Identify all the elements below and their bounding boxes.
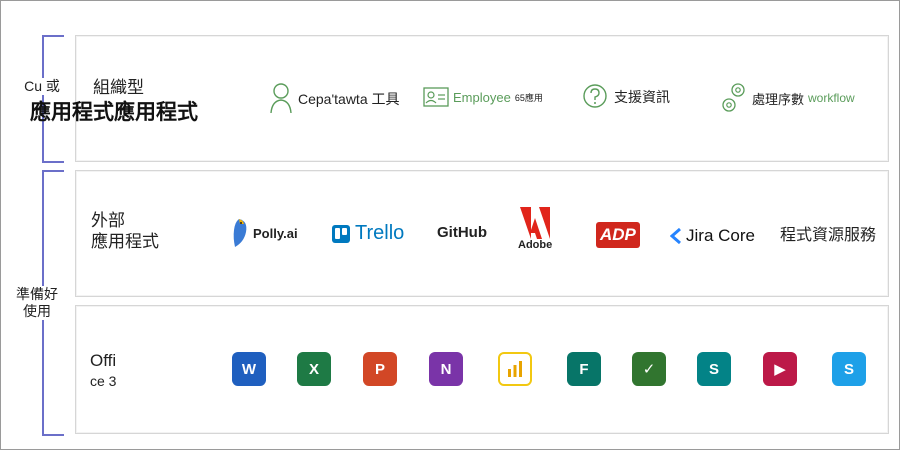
id-card-icon xyxy=(423,87,449,107)
org-item-employee-suffix: 65應用 xyxy=(514,92,543,103)
forms-icon: F xyxy=(567,352,601,386)
pollyai-logo: Polly.ai xyxy=(229,218,298,248)
top-bracket xyxy=(42,35,64,163)
adp-logo: ADP xyxy=(596,222,640,248)
jira-core-label: Jira Core xyxy=(686,226,755,245)
org-row-title: 組織型 xyxy=(93,78,144,97)
adobe-label: Adobe xyxy=(518,239,553,251)
external-apps-panel xyxy=(75,170,889,297)
trello-icon xyxy=(332,224,350,243)
org-item-workflow-label: 處理序數 xyxy=(752,91,805,107)
stream-icon: ▶ xyxy=(763,352,797,386)
org-apps-panel xyxy=(75,35,889,162)
bottom-side-label-line2: 使用 xyxy=(23,303,51,319)
sharepoint-icon: S xyxy=(697,352,731,386)
office-row-title-line1: Offi xyxy=(90,351,117,370)
office-row-title-line2: ce 3 xyxy=(90,373,117,389)
org-item-employee-label: Employee xyxy=(453,89,511,105)
adobe-logo: Adobe xyxy=(518,207,552,251)
person-icon xyxy=(270,83,292,114)
org-item-support-label: 支援資訊 xyxy=(614,89,670,105)
office-apps-panel xyxy=(75,305,889,434)
trello-label: Trello xyxy=(355,222,405,244)
org-item-workflow: 處理序數 workflow xyxy=(720,80,855,116)
skype-icon: S xyxy=(832,352,866,386)
github-label: GitHub xyxy=(437,224,487,241)
external-row-title-line1: 外部 xyxy=(91,211,125,230)
org-row-big-title: 應用程式應用程式 xyxy=(30,101,198,124)
org-item-tools: Cepa'tawta 工具 xyxy=(270,82,400,116)
org-item-tools-label: Cepa'tawta 工具 xyxy=(298,91,400,107)
github-logo: GitHub xyxy=(437,224,487,241)
excel-icon: X xyxy=(297,352,331,386)
org-item-workflow-suffix: workflow xyxy=(808,91,855,105)
top-side-label: Cu 或 xyxy=(18,78,66,95)
jira-icon xyxy=(670,228,681,244)
gears-icon xyxy=(722,83,745,112)
powerbi-icon xyxy=(498,352,532,386)
bottom-side-label-line1: 準備好 xyxy=(16,286,58,302)
external-row-title: 外部 應用程式 xyxy=(91,210,159,252)
onenote-icon: N xyxy=(429,352,463,386)
pollyai-label: Polly.ai xyxy=(253,225,298,241)
org-item-employee: Employee 65應用 xyxy=(423,86,543,108)
office-row-title: Offi ce 3 xyxy=(90,350,116,392)
word-icon: W xyxy=(232,352,266,386)
jira-core-logo: Jira Core xyxy=(670,226,755,246)
adp-label: ADP xyxy=(600,225,636,244)
bottom-side-label: 準備好 使用 xyxy=(12,286,62,320)
trello-logo: Trello xyxy=(332,222,404,245)
external-trailing-text: 程式資源服務 xyxy=(780,221,876,245)
external-trailing-label: 程式資源服務 xyxy=(780,227,877,244)
question-icon xyxy=(583,84,607,108)
adp-icon xyxy=(596,222,640,248)
org-item-support: 支援資訊 xyxy=(582,83,670,111)
powerpoint-icon: P xyxy=(363,352,397,386)
parrot-icon xyxy=(233,219,247,247)
planner-icon: ✓ xyxy=(632,352,666,386)
adobe-icon xyxy=(520,207,551,239)
external-row-title-line2: 應用程式 xyxy=(91,232,159,251)
